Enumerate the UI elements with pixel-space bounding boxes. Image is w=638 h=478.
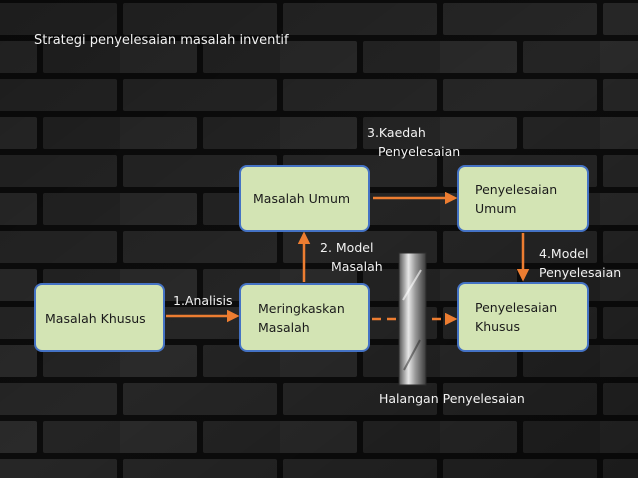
box-masalah-umum-text: Masalah Umum: [253, 191, 351, 206]
label-analisis: 1.Analisis: [173, 293, 233, 308]
label-kaedah-line2: Penyelesaian: [378, 144, 461, 159]
label-model-masalah: 2. Model Masalah: [320, 238, 383, 276]
box-meringkaskan-masalah: Meringkaskan Masalah: [239, 283, 370, 352]
label-model-masalah-line2: Masalah: [331, 259, 383, 274]
box-penyelesaian-khusus-line1: Penyelesaian: [475, 300, 558, 315]
box-masalah-umum: Masalah Umum: [239, 165, 370, 232]
label-halangan: Halangan Penyelesaian: [379, 391, 525, 406]
box-penyelesaian-umum-line2: Umum: [475, 201, 517, 216]
box-meringkaskan-line1: Meringkaskan: [258, 301, 345, 316]
slide-title: Strategi penyelesaian masalah inventif: [34, 33, 289, 48]
box-penyelesaian-khusus: Penyelesaian Khusus: [457, 282, 589, 352]
box-meringkaskan-line2: Masalah: [258, 320, 310, 335]
label-kaedah-line1: 3.Kaedah: [367, 125, 426, 140]
label-model-penyelesaian: 4.Model Penyelesaian: [539, 244, 621, 282]
box-masalah-khusus-text: Masalah Khusus: [45, 311, 146, 326]
label-kaedah: 3.Kaedah Penyelesaian: [367, 123, 460, 161]
box-masalah-khusus: Masalah Khusus: [34, 283, 165, 352]
label-model-penyelesaian-line1: 4.Model: [539, 246, 589, 261]
obstacle-pipe-icon: [398, 252, 427, 386]
label-model-penyelesaian-line2: Penyelesaian: [539, 265, 622, 280]
label-model-masalah-line1: 2. Model: [320, 240, 374, 255]
box-penyelesaian-umum: Penyelesaian Umum: [457, 165, 589, 232]
box-penyelesaian-khusus-line2: Khusus: [475, 319, 520, 334]
box-penyelesaian-umum-line1: Penyelesaian: [475, 182, 558, 197]
